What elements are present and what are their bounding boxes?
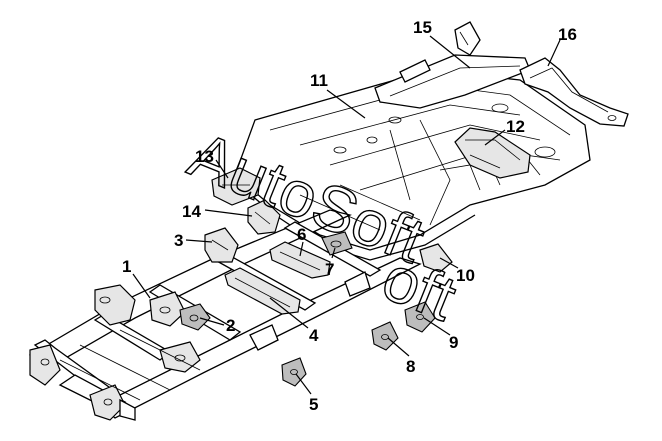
bracket-3 bbox=[204, 227, 239, 263]
leader-5 bbox=[295, 373, 312, 395]
leader-3 bbox=[185, 239, 213, 243]
callout-1: 1 bbox=[122, 257, 131, 276]
callout-9: 9 bbox=[449, 333, 458, 352]
rear-crossmember bbox=[374, 21, 531, 109]
crossmember-6 bbox=[269, 241, 331, 279]
mount-7 bbox=[321, 231, 353, 256]
rear-rail-bracket bbox=[519, 57, 629, 127]
callout-4: 4 bbox=[309, 326, 319, 345]
bracket-9 bbox=[404, 301, 436, 333]
callout-7: 7 bbox=[325, 260, 334, 279]
bracket-13 bbox=[211, 167, 261, 206]
bracket-8 bbox=[371, 321, 399, 351]
callout-15: 15 bbox=[413, 18, 432, 37]
callout-3: 3 bbox=[174, 231, 183, 250]
leader-14 bbox=[204, 209, 253, 217]
callout-2: 2 bbox=[226, 316, 235, 335]
leader-15 bbox=[429, 35, 471, 69]
callout-10: 10 bbox=[456, 266, 475, 285]
callout-11: 11 bbox=[310, 71, 328, 90]
leader-6 bbox=[299, 241, 304, 257]
leader-16 bbox=[547, 39, 561, 67]
callout-6: 6 bbox=[297, 225, 306, 244]
leader-1 bbox=[132, 273, 151, 299]
leader-9 bbox=[423, 317, 451, 336]
bracket-14 bbox=[247, 199, 281, 235]
crossmember-12 bbox=[454, 127, 531, 179]
crossmember-4 bbox=[224, 267, 301, 315]
callout-12: 12 bbox=[506, 117, 525, 136]
leader-7 bbox=[331, 247, 336, 259]
callout-8: 8 bbox=[406, 357, 415, 376]
leader-lines bbox=[132, 35, 561, 395]
leader-2 bbox=[199, 317, 225, 326]
callout-5: 5 bbox=[309, 395, 318, 414]
callout-labels: 1 2 3 4 5 6 7 8 9 10 11 12 13 14 15 16 bbox=[122, 18, 577, 414]
leader-11 bbox=[326, 89, 366, 119]
callout-16: 16 bbox=[558, 25, 577, 44]
leader-10 bbox=[439, 257, 459, 269]
bracket-2 bbox=[179, 303, 211, 331]
leader-13 bbox=[215, 159, 229, 179]
callout-13: 13 bbox=[195, 147, 214, 166]
callout-14: 14 bbox=[182, 202, 201, 221]
leader-12 bbox=[484, 129, 506, 146]
leader-4 bbox=[269, 297, 309, 329]
leader-8 bbox=[387, 337, 410, 357]
bracket-10 bbox=[419, 243, 453, 273]
